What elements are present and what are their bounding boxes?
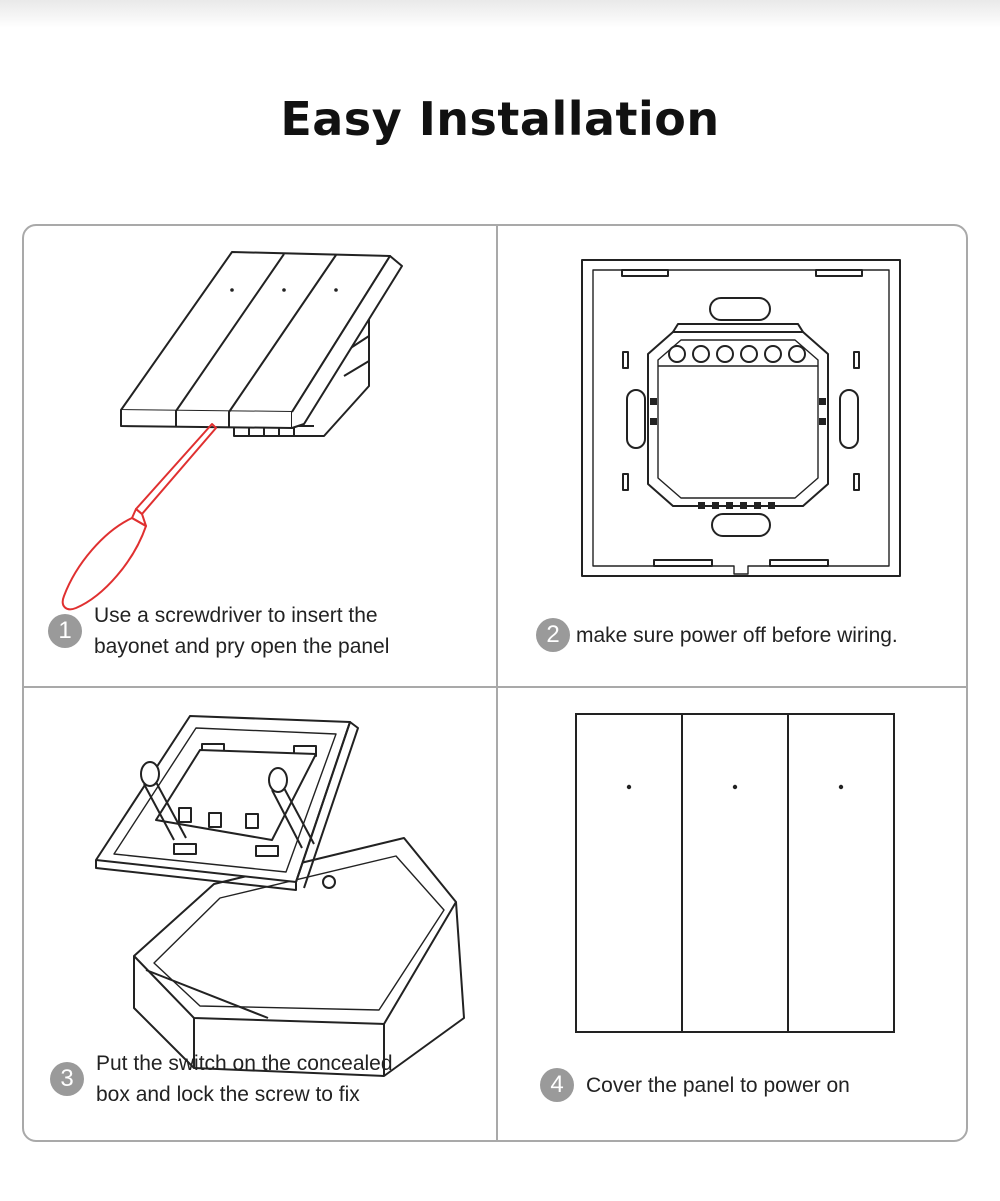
step-2-badge: 2 — [536, 618, 570, 652]
step-3-caption: 3 Put the switch on the concealed box an… — [50, 1048, 393, 1110]
back-box-illustration — [581, 259, 901, 577]
step-1-cell: 1 Use a screwdriver to insert the bayone… — [24, 226, 496, 686]
vertical-divider — [496, 226, 498, 1140]
finished-panel-illustration — [575, 713, 895, 1033]
step-1-caption: 1 Use a screwdriver to insert the bayone… — [48, 600, 389, 662]
step-3-cell: 3 Put the switch on the concealed box an… — [24, 688, 496, 1140]
step-1-text: Use a screwdriver to insert the bayonet … — [94, 604, 390, 658]
step-4-caption: 4 Cover the panel to power on — [540, 1068, 850, 1102]
step-2-cell: 2 make sure power off before wiring. — [498, 226, 966, 686]
step-2-caption: 2 make sure power off before wiring. — [536, 618, 898, 652]
installation-grid: 1 Use a screwdriver to insert the bayone… — [22, 224, 968, 1142]
step-4-cell: 4 Cover the panel to power on — [498, 688, 966, 1140]
top-shade — [0, 0, 1000, 28]
pry-panel-illustration — [61, 251, 403, 611]
page-title: Easy Installation — [280, 92, 720, 146]
step-3-text: Put the switch on the concealed box and … — [96, 1052, 393, 1106]
key-3-indicator — [838, 784, 844, 790]
step-4-text: Cover the panel to power on — [586, 1073, 850, 1097]
step-4-badge: 4 — [540, 1068, 574, 1102]
horizontal-divider — [24, 686, 966, 688]
step-3-badge: 3 — [50, 1062, 84, 1096]
step-1-badge: 1 — [48, 614, 82, 648]
step-2-text: make sure power off before wiring. — [576, 623, 898, 647]
key-1-indicator — [626, 784, 632, 790]
key-2-indicator — [732, 784, 738, 790]
mount-switch-illustration — [95, 715, 465, 1077]
